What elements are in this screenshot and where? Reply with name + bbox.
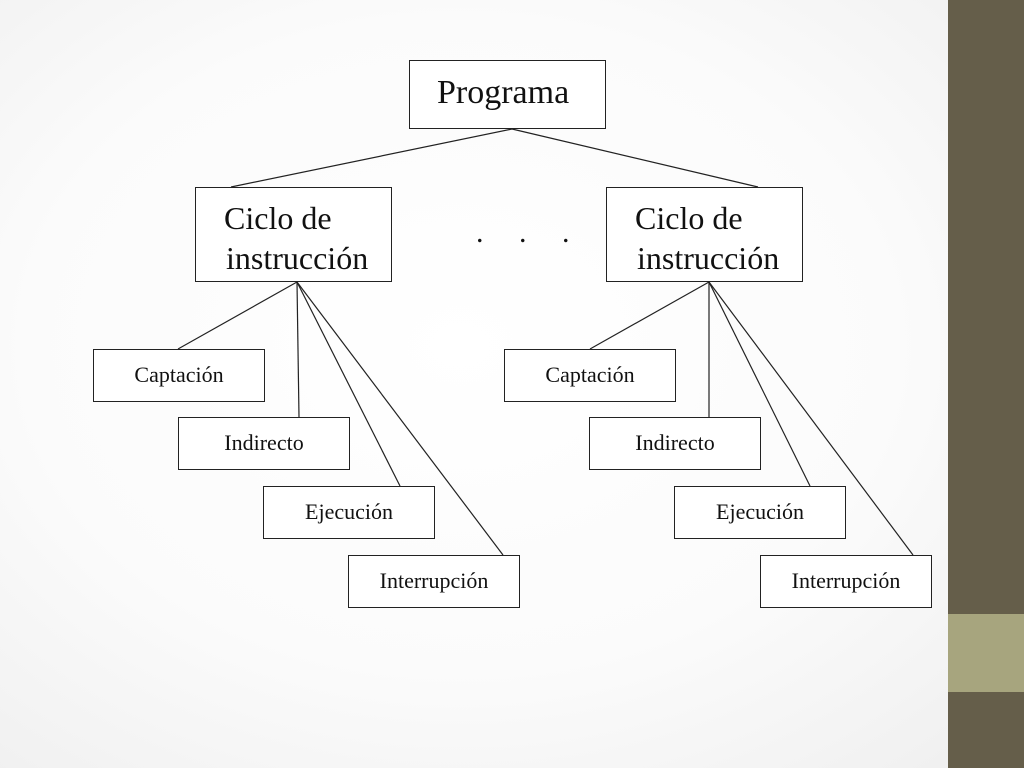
phase-node-indirecto-2: Indirecto xyxy=(589,417,761,470)
phase-node-captacion-2: Captación xyxy=(504,349,676,402)
phase-label: Captación xyxy=(134,362,224,387)
connector-cycle-1-ejecucion xyxy=(296,281,401,487)
connector-cycle-1-indirecto xyxy=(296,281,300,418)
ellipsis-indicator: . . . xyxy=(476,216,584,249)
phase-label: Indirecto xyxy=(635,430,715,455)
phase-node-interrupcion-2: Interrupción xyxy=(760,555,932,608)
connector-root-to-cycle-1 xyxy=(230,128,513,188)
phase-label: Interrupción xyxy=(379,568,489,593)
phase-label: Ejecución xyxy=(716,499,804,524)
instruction-cycle-node-2: Ciclo de instrucción xyxy=(606,187,803,282)
connector-root-to-cycle-2 xyxy=(511,128,759,188)
cycle-label-line2: instrucción xyxy=(637,240,780,276)
cycle-label-line1: Ciclo de xyxy=(224,200,332,236)
cycle-label-line1: Ciclo de xyxy=(635,200,743,236)
connector-cycle-2-ejecucion xyxy=(708,281,811,487)
cycle-label-line2: instrucción xyxy=(226,240,369,276)
program-node: Programa xyxy=(409,60,606,129)
phase-node-ejecucion-1: Ejecución xyxy=(263,486,435,539)
phase-label: Indirecto xyxy=(224,430,304,455)
program-label: Programa xyxy=(437,74,570,111)
phase-label: Captación xyxy=(545,362,635,387)
connector-cycle-1-interrupcion xyxy=(296,281,504,556)
connector-cycle-2-captacion xyxy=(589,281,710,350)
phase-node-captacion-1: Captación xyxy=(93,349,265,402)
phase-label: Interrupción xyxy=(791,568,901,593)
phase-node-indirecto-1: Indirecto xyxy=(178,417,350,470)
phase-node-interrupcion-1: Interrupción xyxy=(348,555,520,608)
connector-cycle-1-captacion xyxy=(177,281,298,350)
decorative-sidebar-accent xyxy=(948,614,1024,692)
connector-cycle-2-interrupcion xyxy=(708,281,914,556)
phase-node-ejecucion-2: Ejecución xyxy=(674,486,846,539)
phase-label: Ejecución xyxy=(305,499,393,524)
instruction-cycle-node-1: Ciclo de instrucción xyxy=(195,187,392,282)
